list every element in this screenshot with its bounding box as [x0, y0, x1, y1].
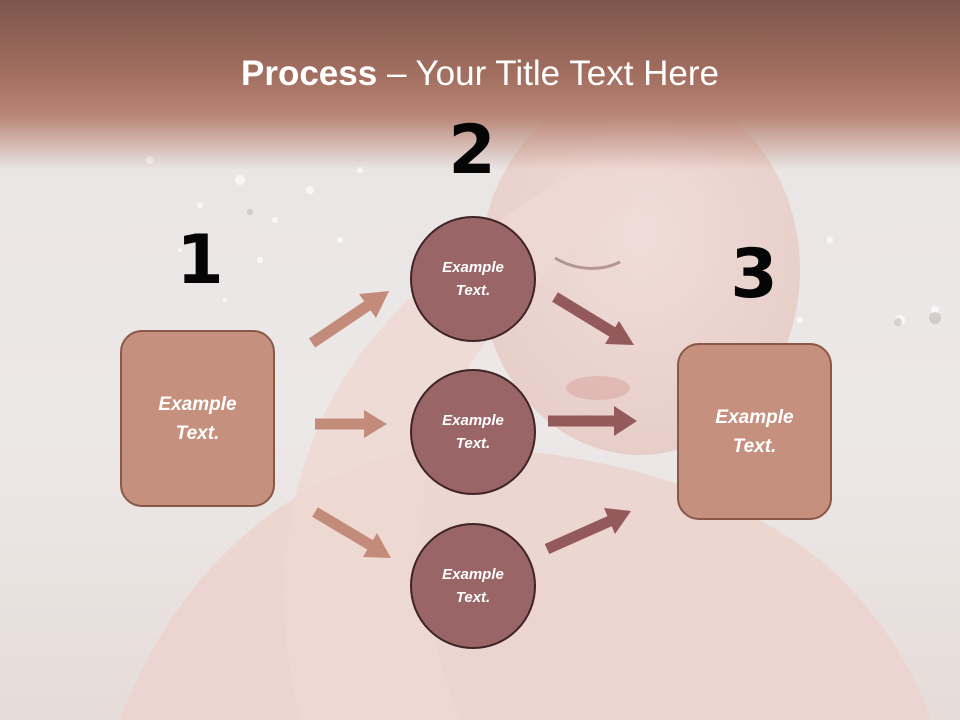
right-box-line2: Text.	[732, 435, 777, 457]
title-rest: – Your Title Text Here	[377, 54, 719, 93]
circle-top-line2: Text.	[455, 282, 491, 299]
arrow-top-to-3	[552, 292, 634, 345]
arrow-middle-to-3	[548, 406, 637, 436]
step-number-1: 1	[176, 221, 224, 300]
arrow-bottom-to-3	[544, 508, 631, 555]
circle-middle-line1: Example	[442, 412, 504, 429]
title-band	[0, 0, 960, 170]
left-box-line1: Example	[158, 393, 237, 415]
left-box-line2: Text.	[175, 422, 220, 444]
step-number-3: 3	[730, 235, 778, 314]
step-number-2: 2	[448, 111, 496, 190]
right-box-line1: Example	[715, 406, 794, 428]
circle-bottom-line1: Example	[442, 566, 504, 583]
slide-title: Process – Your Title Text Here	[0, 52, 960, 96]
circle-top-line1: Example	[442, 259, 504, 276]
arrow-1-to-bottom	[312, 507, 391, 558]
circle-middle-line2: Text.	[455, 435, 491, 452]
circle-bottom-line2: Text.	[455, 589, 491, 606]
arrow-1-to-top	[308, 291, 389, 348]
title-bold: Process	[241, 54, 378, 93]
arrow-1-to-middle	[315, 410, 387, 438]
